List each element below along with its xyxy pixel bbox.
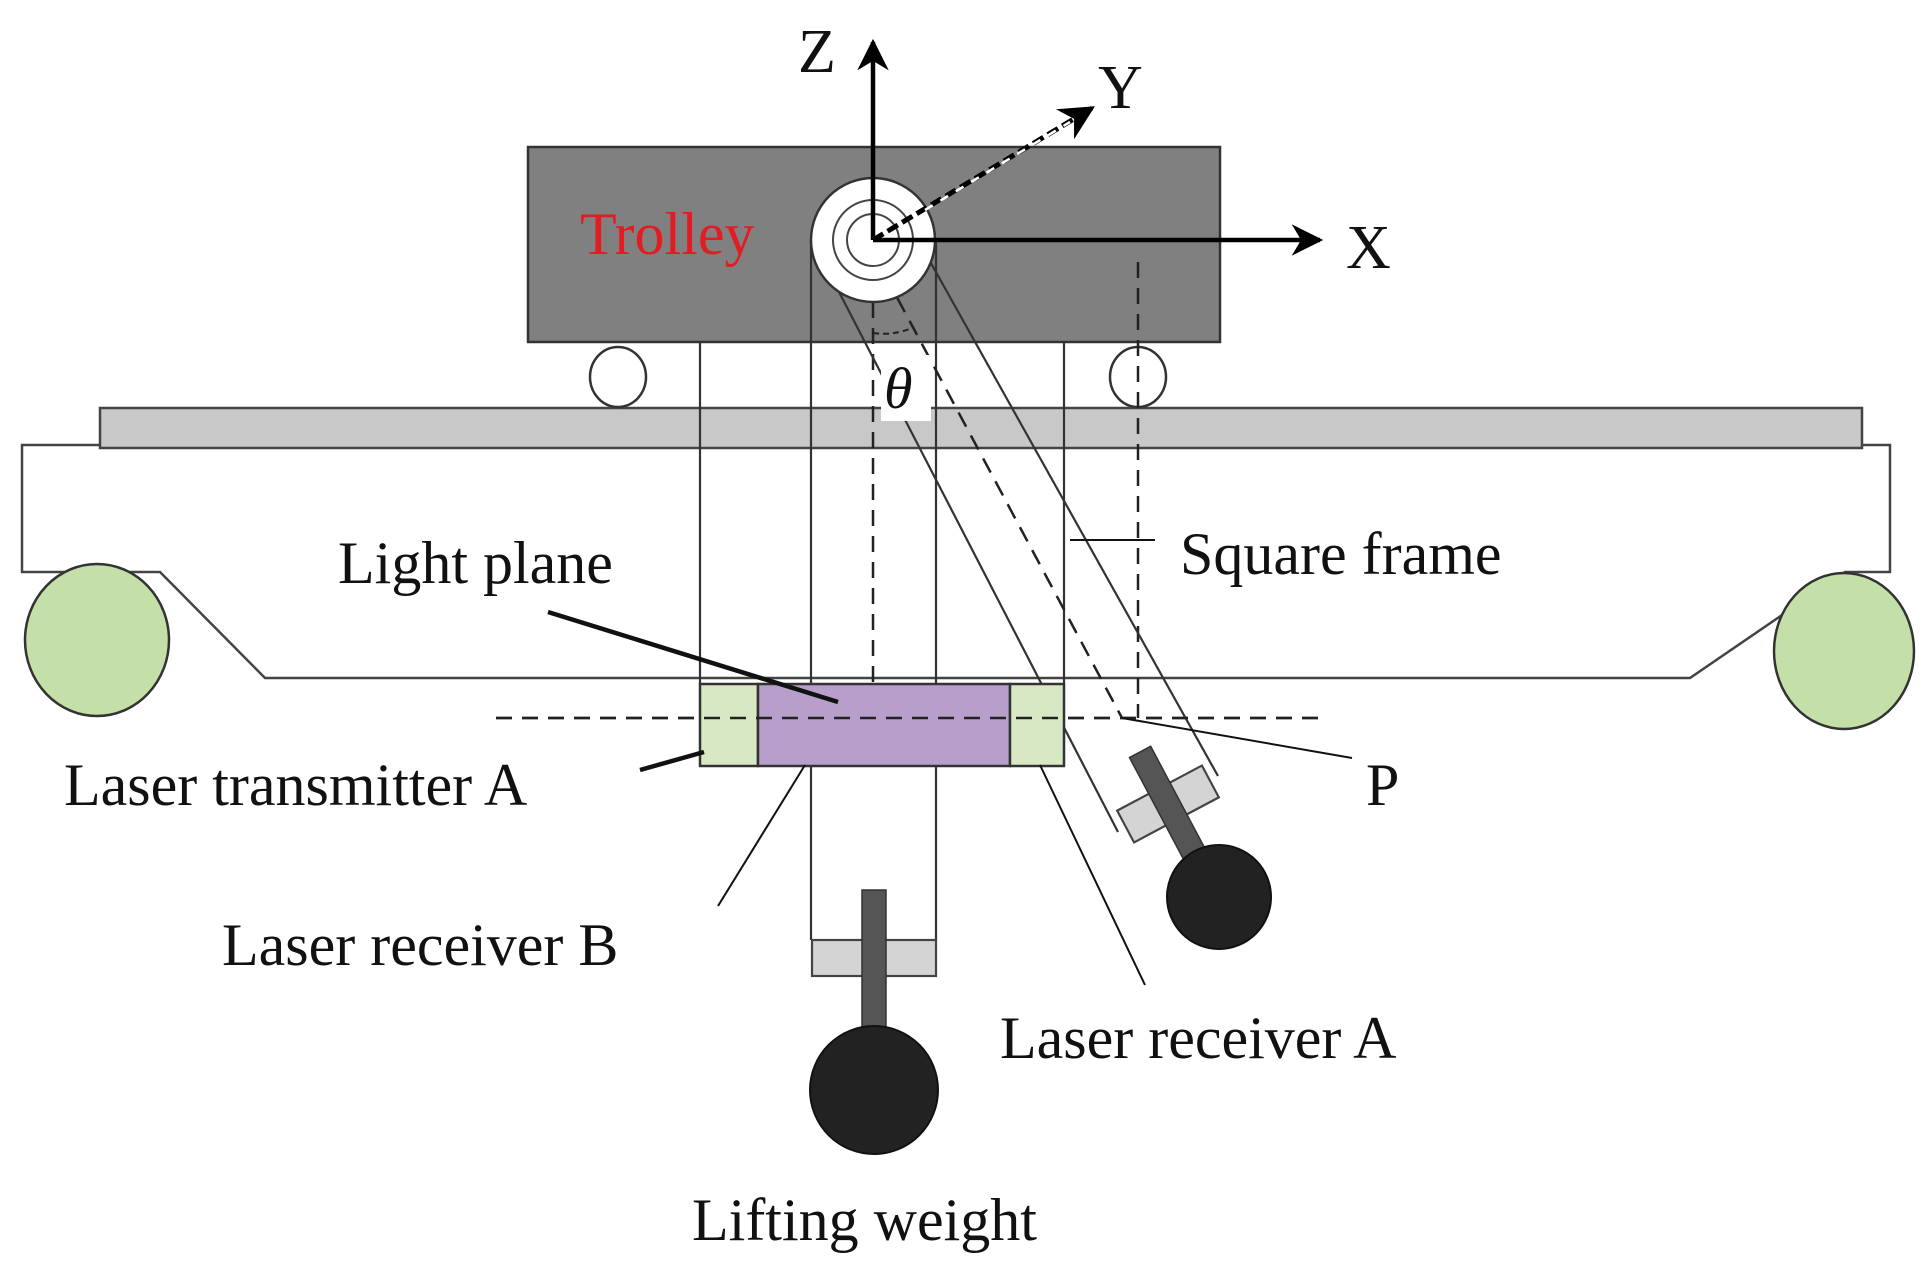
vertical-rope — [809, 240, 938, 940]
square-frame — [698, 342, 1066, 684]
light-plane-region — [756, 682, 1012, 768]
theta-label: θ — [884, 356, 913, 421]
leader-lines — [547, 539, 1353, 986]
theta-arc — [872, 326, 915, 335]
lifting-weight-ball — [809, 1025, 939, 1155]
laser-receiver-a-box — [1008, 682, 1066, 768]
receiver-b-leader — [717, 764, 806, 907]
lifting-weight-label: Lifting weight — [692, 1187, 1037, 1253]
trolley-left-wheel — [588, 345, 648, 409]
transmitter-leader — [639, 749, 705, 773]
axis-y-label: Y — [1098, 54, 1143, 122]
crane-girder — [20, 443, 1892, 680]
right-end-wheel — [1772, 571, 1916, 731]
trolley-label: Trolley — [580, 201, 755, 267]
laser-transmitter-a-label: Laser transmitter A — [64, 752, 527, 818]
vertical-weight-rod — [861, 889, 887, 1051]
axis-z-label: Z — [798, 18, 836, 86]
rail — [98, 406, 1864, 450]
laser-transmitter-a-box — [698, 682, 760, 768]
y-axis — [871, 105, 1095, 243]
left-end-wheel — [23, 562, 171, 718]
square-frame-label: Square frame — [1180, 521, 1502, 587]
laser-receiver-a-label: Laser receiver A — [1000, 1005, 1396, 1071]
laser-receiver-b-label: Laser receiver B — [222, 912, 618, 978]
receiver-a-leader — [1039, 764, 1146, 986]
theta-label-bg — [881, 355, 931, 421]
p-leader — [1121, 717, 1353, 759]
swung-weight-ball — [1166, 844, 1272, 950]
light-plane-label: Light plane — [338, 530, 613, 596]
light-plane-leader — [547, 609, 839, 705]
point-p-label: P — [1366, 752, 1399, 818]
axis-x-label: X — [1346, 214, 1391, 282]
